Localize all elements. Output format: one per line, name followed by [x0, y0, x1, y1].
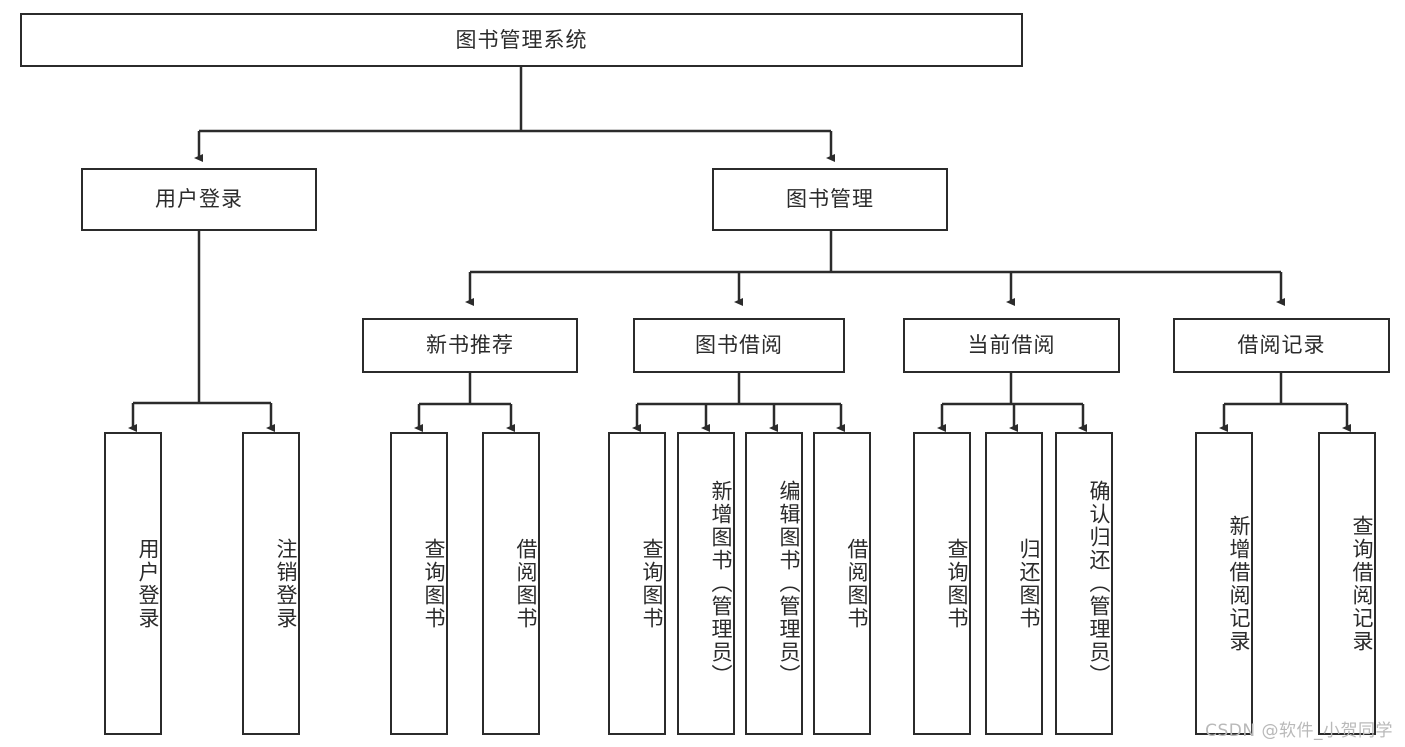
node-leaf-current-borrow-return[interactable]: 归还图书: [985, 432, 1043, 735]
node-current-borrow[interactable]: 当前借阅: [903, 318, 1120, 373]
node-leaf-label: 注销登录: [274, 537, 298, 630]
node-leaf-label: 借阅图书: [845, 537, 869, 630]
node-leaf-label: 查询借阅记录: [1350, 514, 1374, 653]
node-book-borrow[interactable]: 图书借阅: [633, 318, 845, 373]
node-leaf-label: 新增借阅记录: [1227, 514, 1251, 653]
node-leaf-borrow-record-add[interactable]: 新增借阅记录: [1195, 432, 1253, 735]
node-leaf-label: 查询图书: [422, 537, 446, 630]
node-leaf-current-borrow-confirm[interactable]: 确认归还（管理员）: [1055, 432, 1113, 735]
node-leaf-label: 归还图书: [1017, 537, 1041, 630]
node-root-label: 图书管理系统: [455, 27, 588, 52]
node-user-login[interactable]: 用户登录: [81, 168, 317, 231]
node-leaf-label: 新增图书（管理员）: [709, 480, 733, 687]
node-root-system[interactable]: 图书管理系统: [20, 13, 1023, 67]
node-new-book-recommend-label: 新书推荐: [426, 333, 514, 358]
node-leaf-label: 借阅图书: [514, 537, 538, 630]
node-leaf-user-login-signout[interactable]: 注销登录: [242, 432, 300, 735]
node-leaf-user-login-signin[interactable]: 用户登录: [104, 432, 162, 735]
node-leaf-new-book-borrow[interactable]: 借阅图书: [482, 432, 540, 735]
node-leaf-label: 确认归还（管理员）: [1087, 480, 1111, 687]
node-leaf-label: 查询图书: [640, 537, 664, 630]
node-borrow-record-label: 借阅记录: [1237, 333, 1326, 358]
node-leaf-book-borrow-add[interactable]: 新增图书（管理员）: [677, 432, 735, 735]
node-new-book-recommend[interactable]: 新书推荐: [362, 318, 578, 373]
node-leaf-label: 用户登录: [136, 537, 160, 630]
node-leaf-current-borrow-query[interactable]: 查询图书: [913, 432, 971, 735]
node-leaf-label: 查询图书: [945, 537, 969, 630]
node-leaf-borrow-record-query[interactable]: 查询借阅记录: [1318, 432, 1376, 735]
node-borrow-record[interactable]: 借阅记录: [1173, 318, 1390, 373]
node-user-login-label: 用户登录: [155, 187, 243, 212]
node-leaf-label: 编辑图书（管理员）: [777, 480, 801, 687]
node-book-borrow-label: 图书借阅: [695, 333, 783, 358]
node-leaf-new-book-query[interactable]: 查询图书: [390, 432, 448, 735]
node-current-borrow-label: 当前借阅: [967, 333, 1056, 358]
node-leaf-book-borrow-lend[interactable]: 借阅图书: [813, 432, 871, 735]
node-book-management-label: 图书管理: [786, 187, 874, 212]
node-leaf-book-borrow-edit[interactable]: 编辑图书（管理员）: [745, 432, 803, 735]
node-leaf-book-borrow-query[interactable]: 查询图书: [608, 432, 666, 735]
node-book-management[interactable]: 图书管理: [712, 168, 948, 231]
